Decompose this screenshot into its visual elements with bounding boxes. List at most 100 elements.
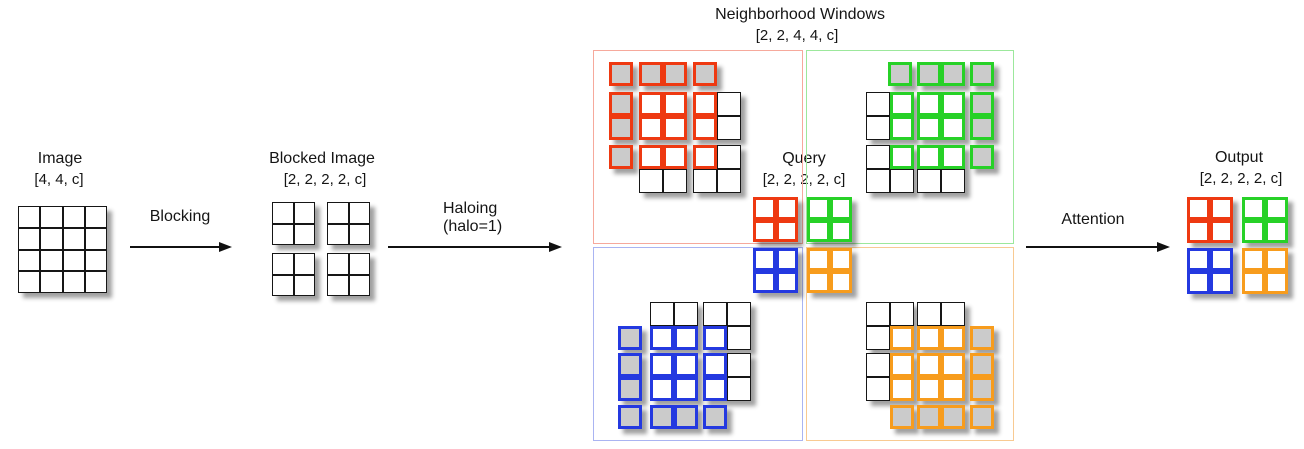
grid-cell	[866, 92, 890, 116]
grid-cell	[890, 326, 914, 350]
grid-cell	[970, 377, 994, 401]
bottom-left-window-boundary	[593, 247, 803, 441]
top-left-neighborhood-piece	[639, 92, 687, 140]
grid-cell	[1265, 271, 1288, 294]
top-right-window-boundary	[806, 50, 1014, 244]
grid-cell	[775, 197, 798, 220]
grid-cell	[727, 353, 751, 377]
bottom-right-neighborhood-piece	[890, 405, 914, 429]
bottom-right-neighborhood-piece	[866, 353, 914, 401]
grid-cell	[717, 145, 741, 169]
grid-cell	[917, 116, 941, 140]
grid-cell	[1187, 271, 1210, 294]
grid-cell	[62, 206, 85, 228]
top-right-neighborhood-piece	[888, 62, 912, 86]
grid-cell	[84, 227, 108, 250]
output-block-green	[1242, 197, 1288, 243]
grid-cell	[703, 302, 727, 326]
grid-cell	[941, 169, 965, 193]
grid-cell	[272, 274, 294, 296]
query-title: Query	[782, 150, 826, 167]
top-left-neighborhood-piece	[609, 145, 633, 169]
grid-cell	[609, 145, 633, 169]
grid-cell	[941, 145, 965, 169]
grid-cell	[1210, 220, 1233, 243]
grid-cell	[829, 248, 852, 271]
grid-cell	[293, 202, 315, 224]
grid-cell	[888, 62, 912, 86]
grid-cell	[753, 219, 776, 242]
grid-cell	[753, 270, 776, 293]
grid-cell	[775, 219, 798, 242]
grid-cell	[693, 92, 717, 116]
grid-cell	[829, 197, 852, 220]
grid-cell	[348, 253, 370, 275]
grid-cell	[890, 145, 914, 169]
grid-cell	[1210, 248, 1233, 271]
blocking-label: Blocking	[149, 208, 211, 225]
grid-cell	[62, 271, 85, 294]
grid-cell	[775, 270, 798, 293]
bottom-right-neighborhood-piece	[917, 405, 965, 429]
grid-cell	[609, 62, 633, 86]
bottom-left-neighborhood-piece	[703, 302, 751, 350]
grid-cell	[348, 202, 370, 224]
bottom-left-neighborhood-piece	[650, 405, 698, 429]
grid-cell	[917, 326, 941, 350]
grid-cell	[18, 227, 41, 250]
grid-cell	[917, 302, 941, 326]
grid-cell	[327, 274, 349, 296]
bottom-left-neighborhood-piece	[703, 405, 727, 429]
top-right-neighborhood-piece	[917, 92, 965, 140]
grid-cell	[639, 116, 663, 140]
haloing-label-line2: (halo=1)	[443, 218, 503, 235]
grid-cell	[941, 377, 965, 401]
grid-cell	[866, 353, 890, 377]
grid-cell	[890, 116, 914, 140]
grid-cell	[917, 92, 941, 116]
grid-cell	[18, 249, 41, 272]
grid-cell	[890, 92, 914, 116]
arrow-head-icon	[549, 242, 562, 252]
arrow-head-icon	[1157, 242, 1170, 252]
grid-cell	[348, 274, 370, 296]
grid-cell	[609, 92, 633, 116]
grid-cell	[703, 377, 727, 401]
blocked-image-block-1	[272, 202, 315, 245]
grid-cell	[84, 206, 108, 228]
grid-cell	[807, 219, 830, 242]
grid-cell	[693, 145, 717, 169]
grid-cell	[866, 169, 890, 193]
top-right-neighborhood-piece	[970, 92, 994, 140]
grid-cell	[941, 116, 965, 140]
grid-cell	[890, 377, 914, 401]
output-shape: [2, 2, 2, 2, c]	[1199, 170, 1283, 187]
bottom-left-neighborhood-piece	[650, 353, 698, 401]
grid-cell	[693, 169, 717, 193]
grid-cell	[1242, 220, 1265, 243]
grid-cell	[663, 62, 687, 86]
grid-cell	[1187, 220, 1210, 243]
output-title: Output	[1214, 149, 1264, 166]
bottom-left-neighborhood-piece	[703, 353, 751, 401]
grid-cell	[807, 248, 830, 271]
grid-cell	[703, 353, 727, 377]
grid-cell	[40, 271, 63, 294]
grid-cell	[18, 271, 41, 294]
grid-cell	[727, 326, 751, 350]
grid-cell	[62, 249, 85, 272]
bottom-left-neighborhood-piece	[650, 302, 698, 350]
grid-cell	[84, 249, 108, 272]
grid-cell	[717, 92, 741, 116]
grid-cell	[727, 377, 751, 401]
arrow-line	[388, 246, 550, 248]
grid-cell	[293, 274, 315, 296]
grid-cell	[717, 169, 741, 193]
top-left-neighborhood-piece	[639, 145, 687, 193]
grid-cell	[327, 223, 349, 245]
grid-cell	[829, 219, 852, 242]
grid-cell	[663, 145, 687, 169]
query-block-blue	[753, 248, 798, 293]
grid-cell	[272, 223, 294, 245]
grid-cell	[866, 302, 890, 326]
